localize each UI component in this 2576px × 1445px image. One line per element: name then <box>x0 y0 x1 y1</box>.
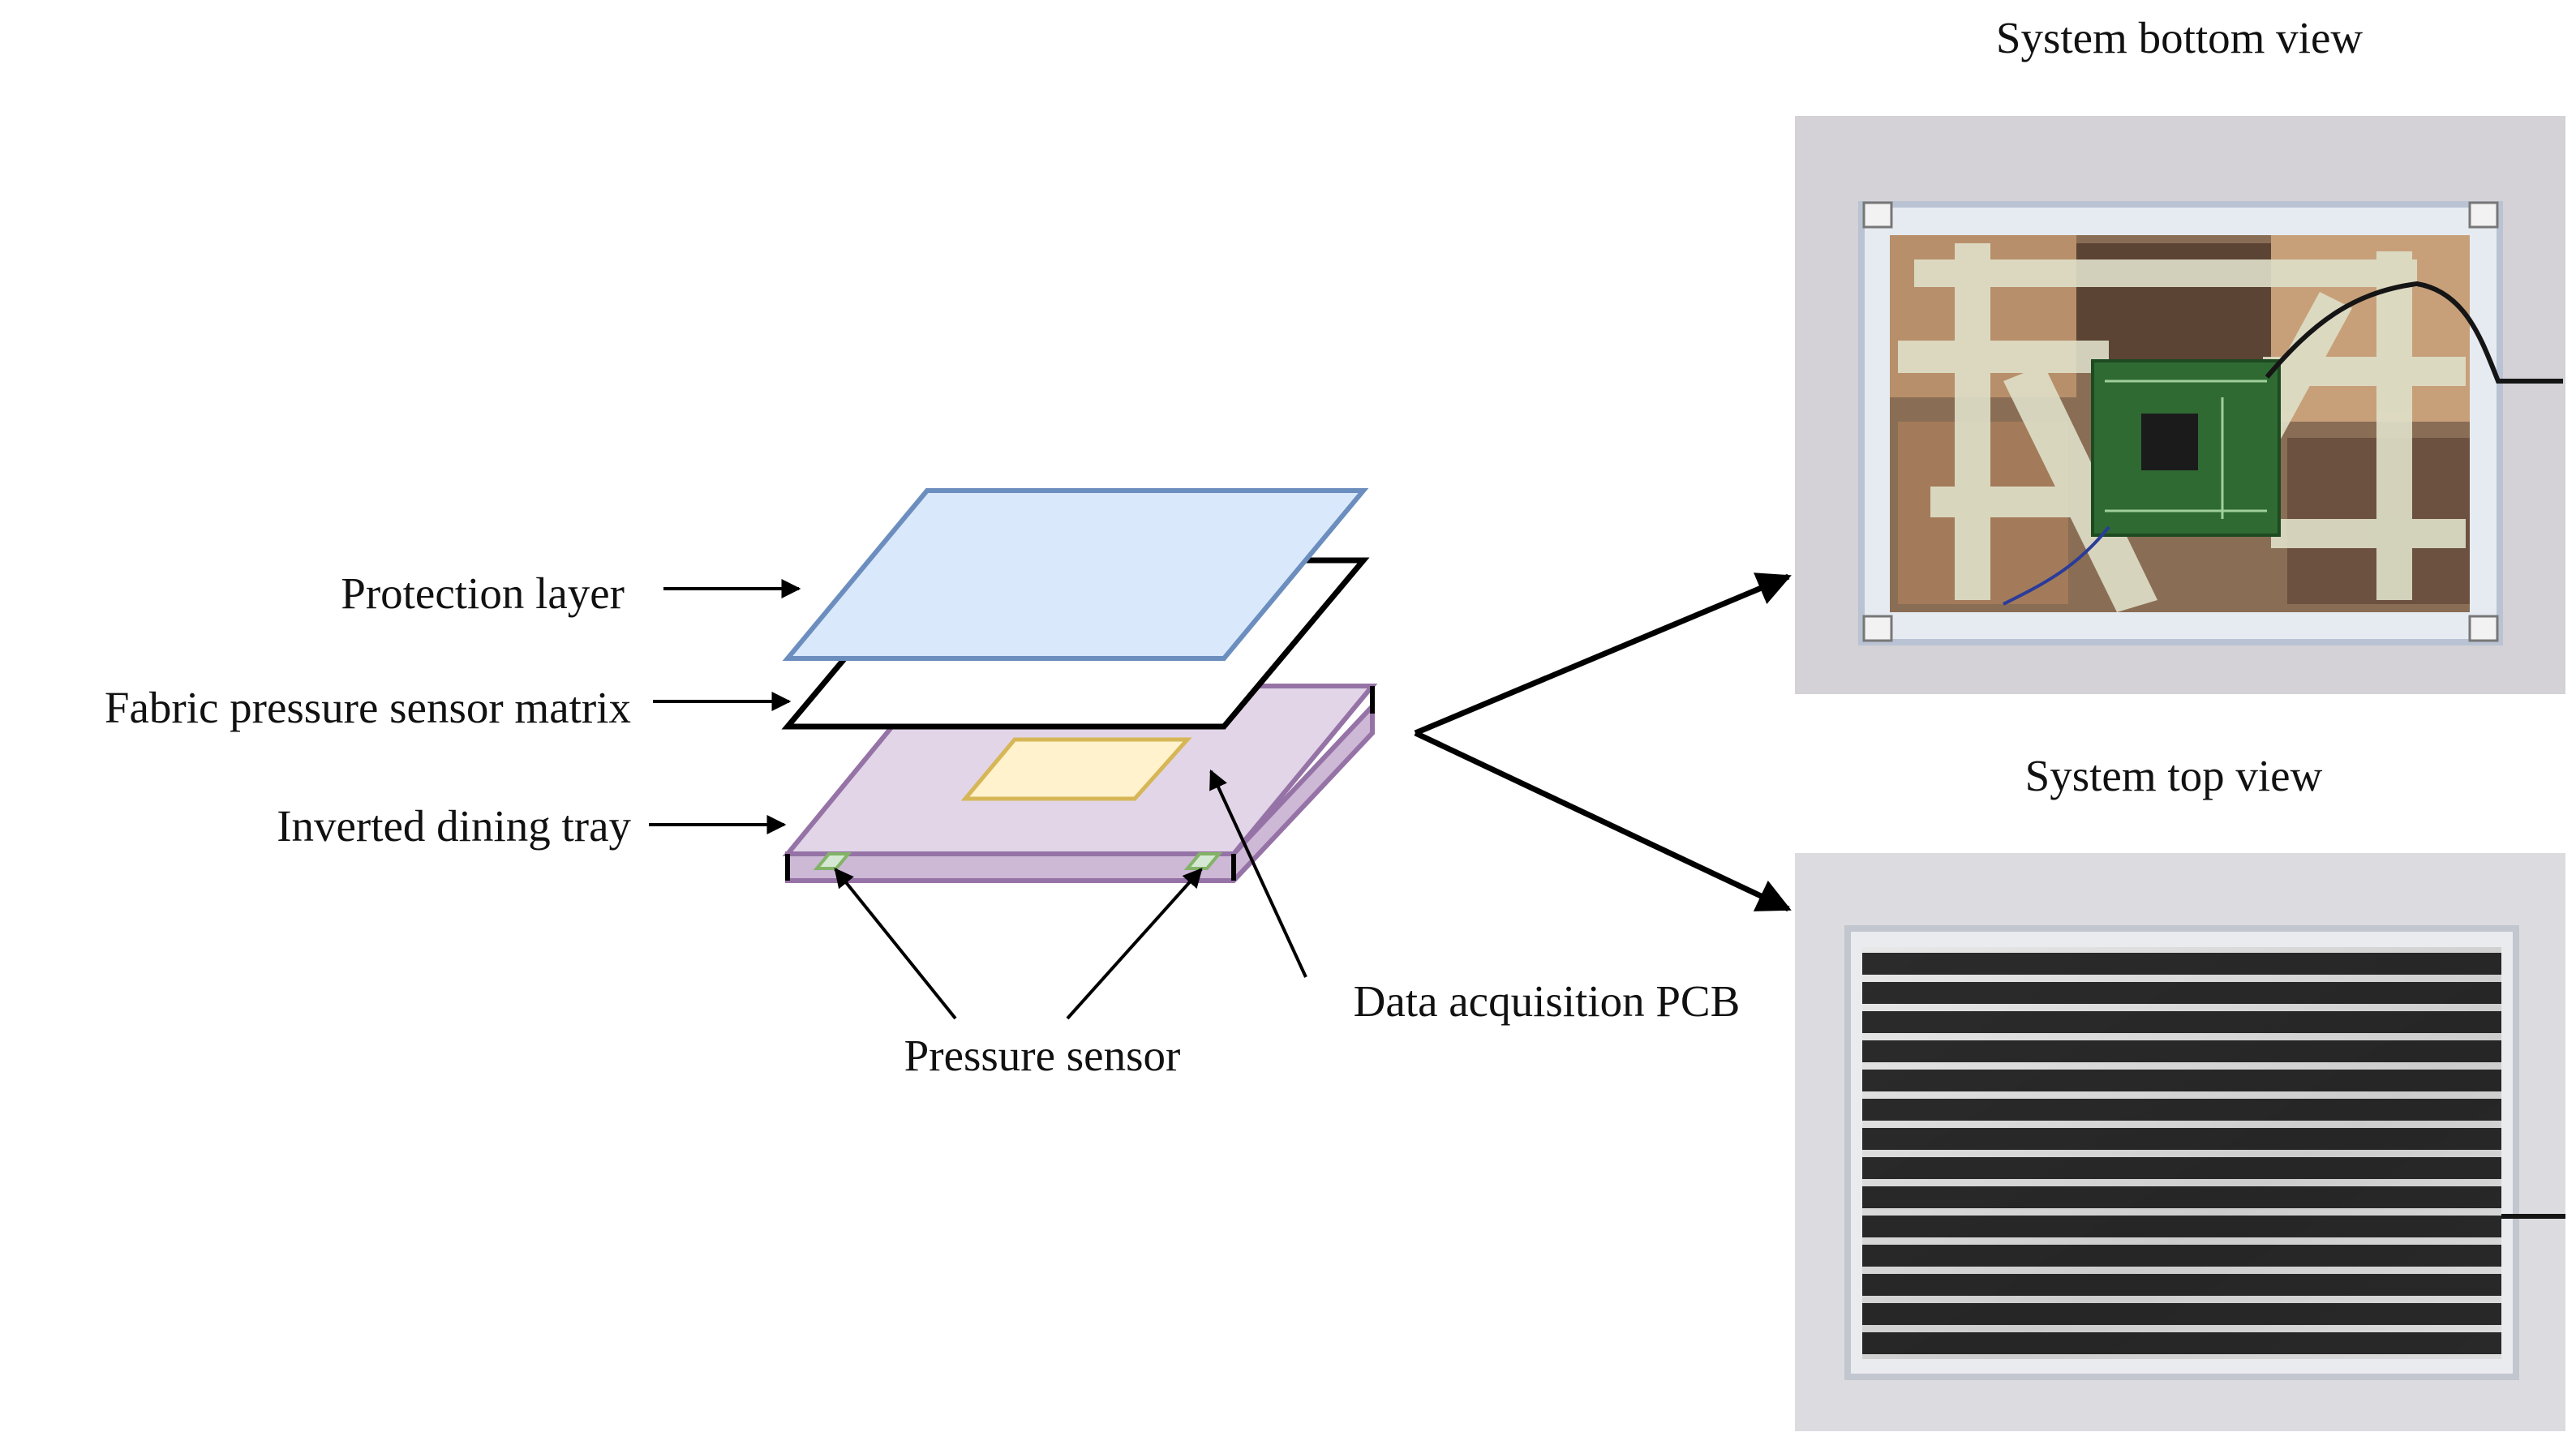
label-fabric-matrix: Fabric pressure sensor matrix <box>105 683 631 732</box>
sensor-arrow-left <box>834 868 957 1020</box>
bottom-view-arrow <box>1414 572 1792 736</box>
bottom-view-title: System bottom view <box>1996 13 2363 62</box>
bottom-view-photo <box>1795 116 2565 694</box>
top-view-arrow <box>1414 730 1792 912</box>
label-protection-layer: Protection layer <box>341 568 625 618</box>
layer-diagram <box>781 488 1378 883</box>
label-pressure-sensor: Pressure sensor <box>904 1031 1181 1080</box>
photo-arrows <box>1414 572 1792 912</box>
sensor-arrow-right <box>1066 868 1203 1020</box>
pcb-arrow <box>1209 769 1307 978</box>
top-view-photo <box>1795 853 2565 1431</box>
label-arrows <box>649 579 1307 1020</box>
pressure-sensor-left <box>813 852 852 870</box>
protection-layer <box>782 488 1369 661</box>
top-view-title: System top view <box>2025 751 2323 800</box>
label-data-pcb: Data acquisition PCB <box>1354 976 1741 1026</box>
pcb-shape <box>960 737 1192 801</box>
label-inverted-tray: Inverted dining tray <box>277 801 631 851</box>
